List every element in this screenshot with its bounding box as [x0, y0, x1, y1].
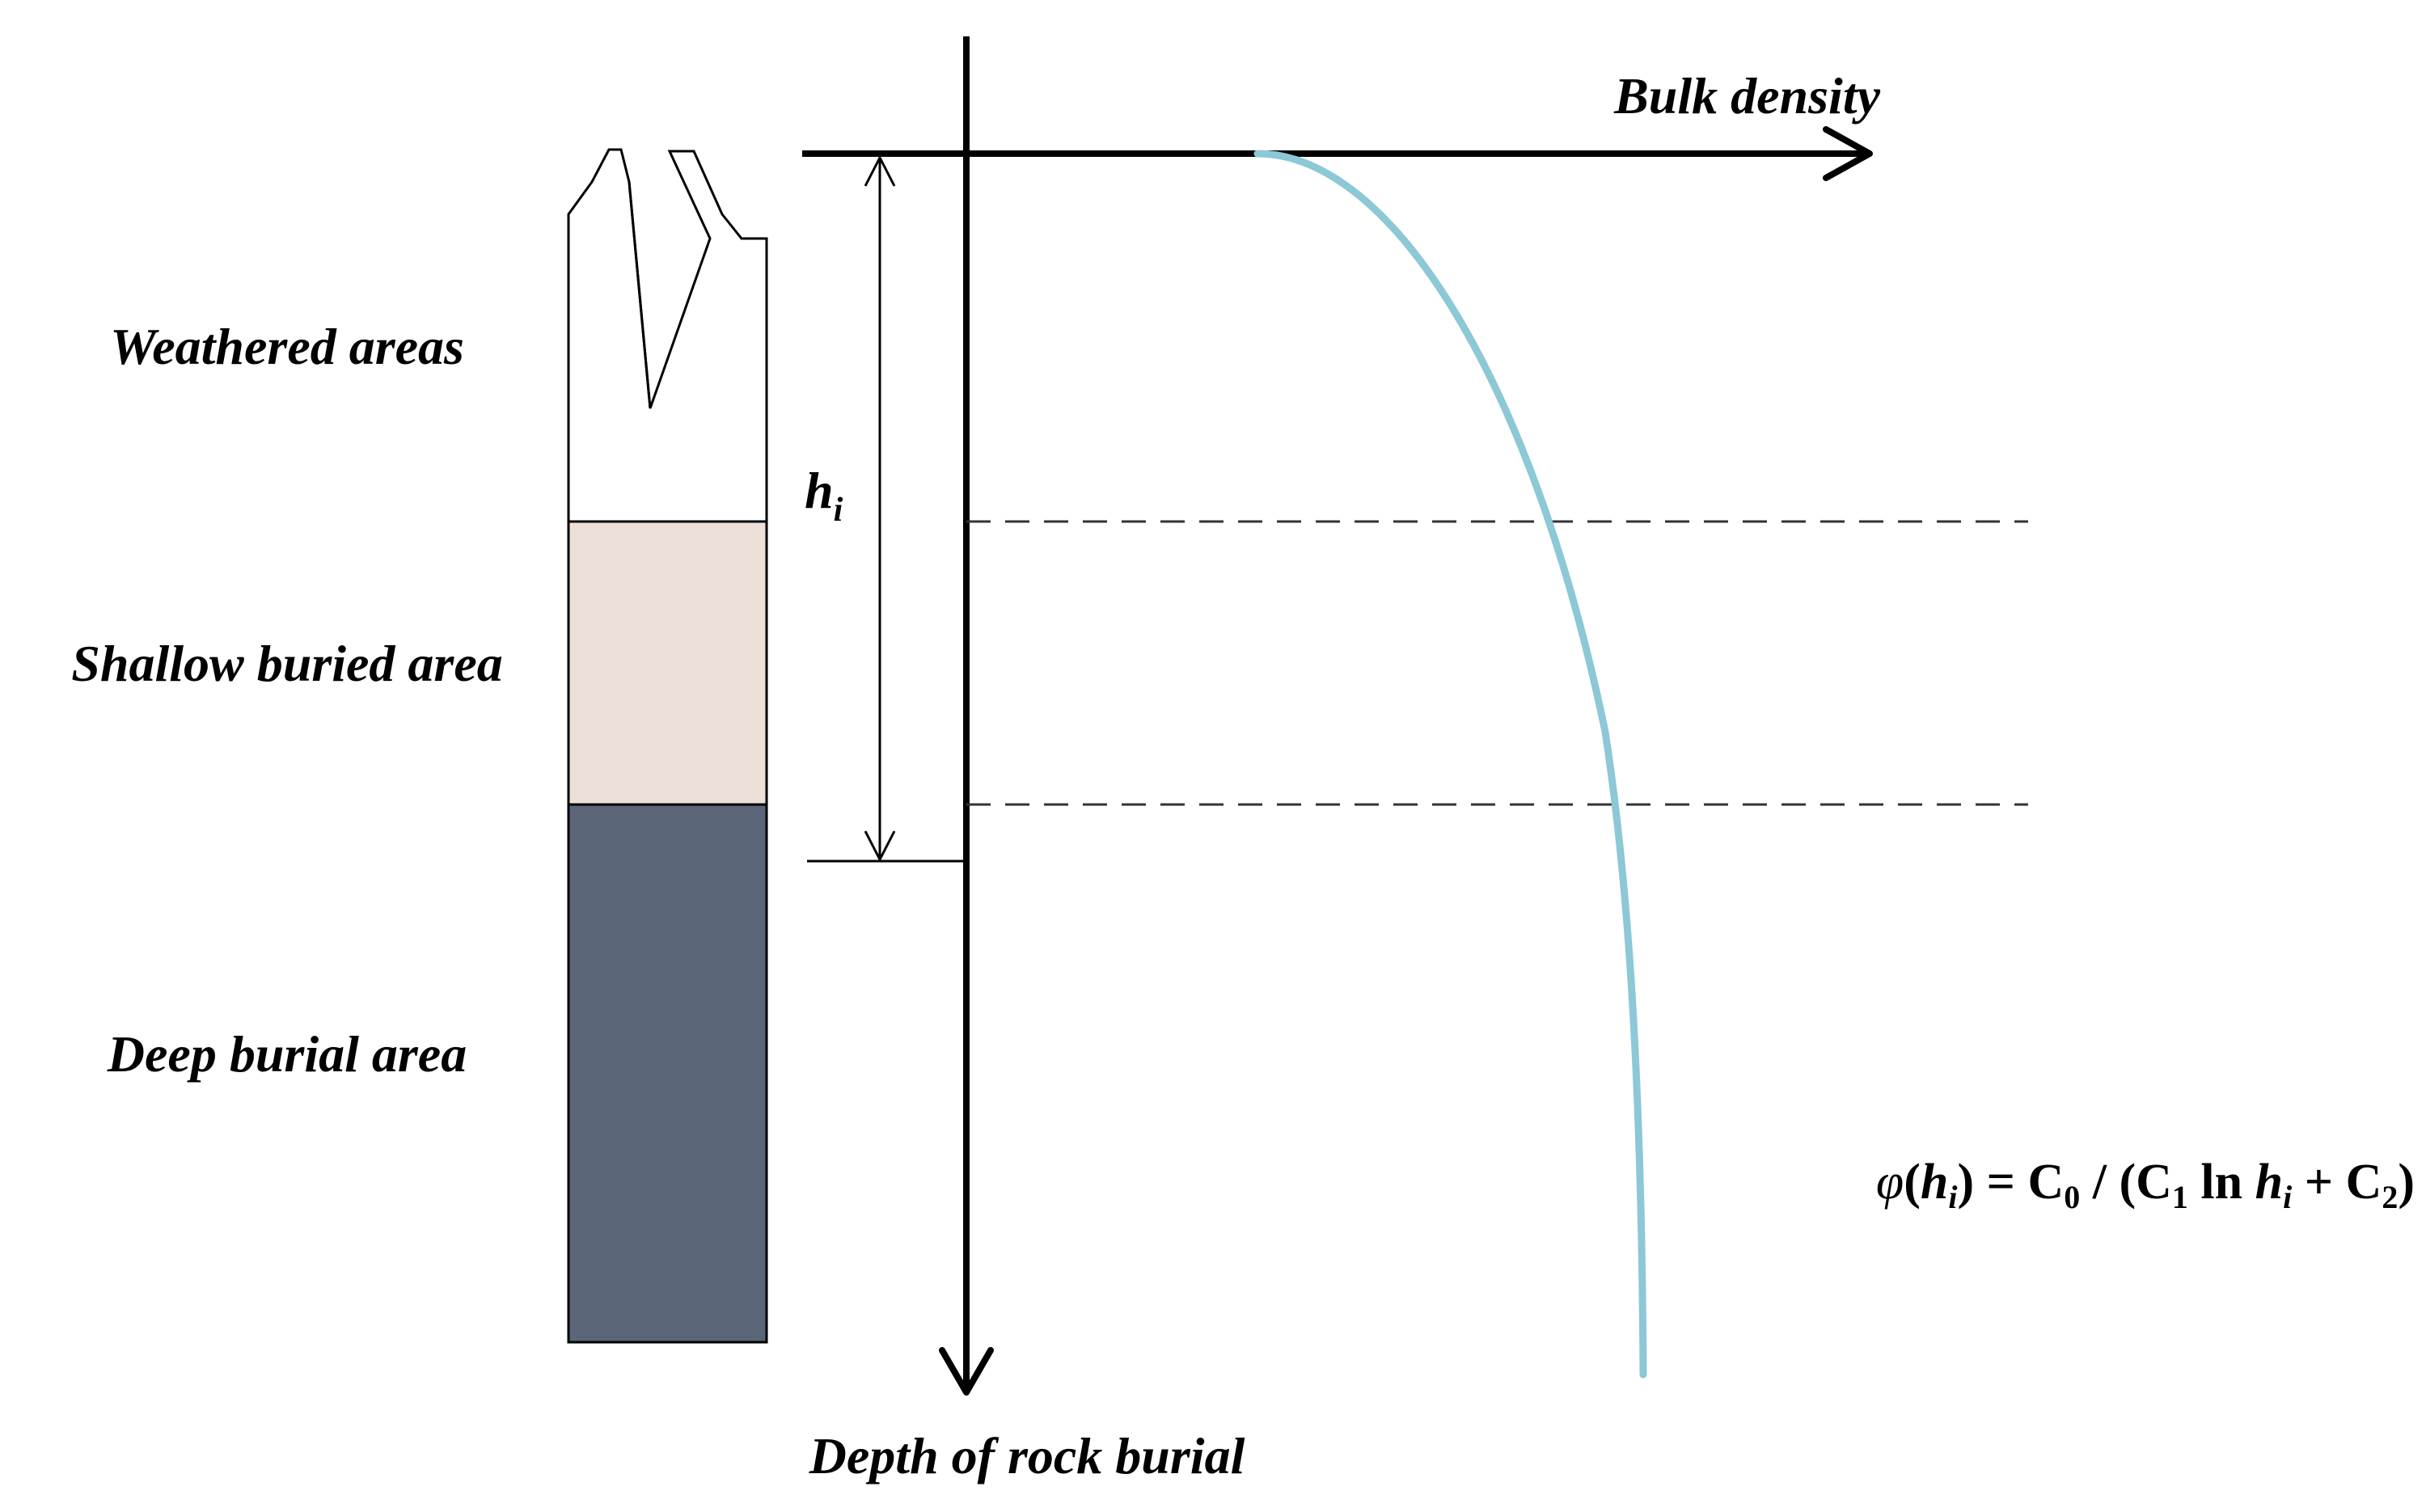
deep-layer-block — [567, 803, 768, 1344]
formula-open-paren: ( — [1904, 1155, 1921, 1210]
shallow-layer-block — [567, 520, 768, 806]
formula-c0-sub: 0 — [2064, 1179, 2080, 1215]
layer-label-weathered: Weathered areas — [110, 318, 464, 375]
formula-div-c1: / (C — [2080, 1155, 2172, 1210]
depth-marker-label: hi — [805, 462, 843, 529]
y-axis-label: Depth of rock burial — [809, 1427, 1245, 1485]
depth-marker-subscript: i — [834, 492, 843, 529]
formula-plus-c2: + C — [2292, 1155, 2382, 1210]
depth-marker-arrow-bottom — [864, 830, 896, 863]
formula-phi: φ — [1876, 1155, 1904, 1210]
formula-ln: ln — [2188, 1155, 2255, 1210]
depth-marker-arrow-top — [864, 154, 896, 187]
depth-marker-symbol: h — [805, 462, 834, 519]
weathered-crack — [628, 181, 652, 409]
formula-c2-sub: 2 — [2382, 1179, 2398, 1215]
formula-equals-c0: ) = C — [1958, 1155, 2065, 1210]
bulk-density-curve — [1253, 150, 1647, 1379]
formula-close: ) — [2398, 1155, 2415, 1210]
formula-i-sub: i — [1948, 1179, 1957, 1215]
formula-h2: h — [2255, 1155, 2283, 1210]
x-axis-arrowhead — [1823, 126, 1873, 181]
formula-c1-sub: 1 — [2172, 1179, 2188, 1215]
weathered-layer-block — [567, 148, 768, 523]
formula-i2-sub: i — [2283, 1179, 2292, 1215]
layer-label-deep: Deep burial area — [107, 1025, 467, 1083]
density-formula: φ(hi) = C0 / (C1 ln hi + C2) — [1876, 1155, 2415, 1215]
formula-h: h — [1921, 1155, 1948, 1210]
x-axis-label: Bulk density — [1613, 67, 1881, 125]
layer-label-shallow: Shallow buried area — [71, 635, 502, 692]
y-axis-arrowhead — [939, 1347, 994, 1396]
